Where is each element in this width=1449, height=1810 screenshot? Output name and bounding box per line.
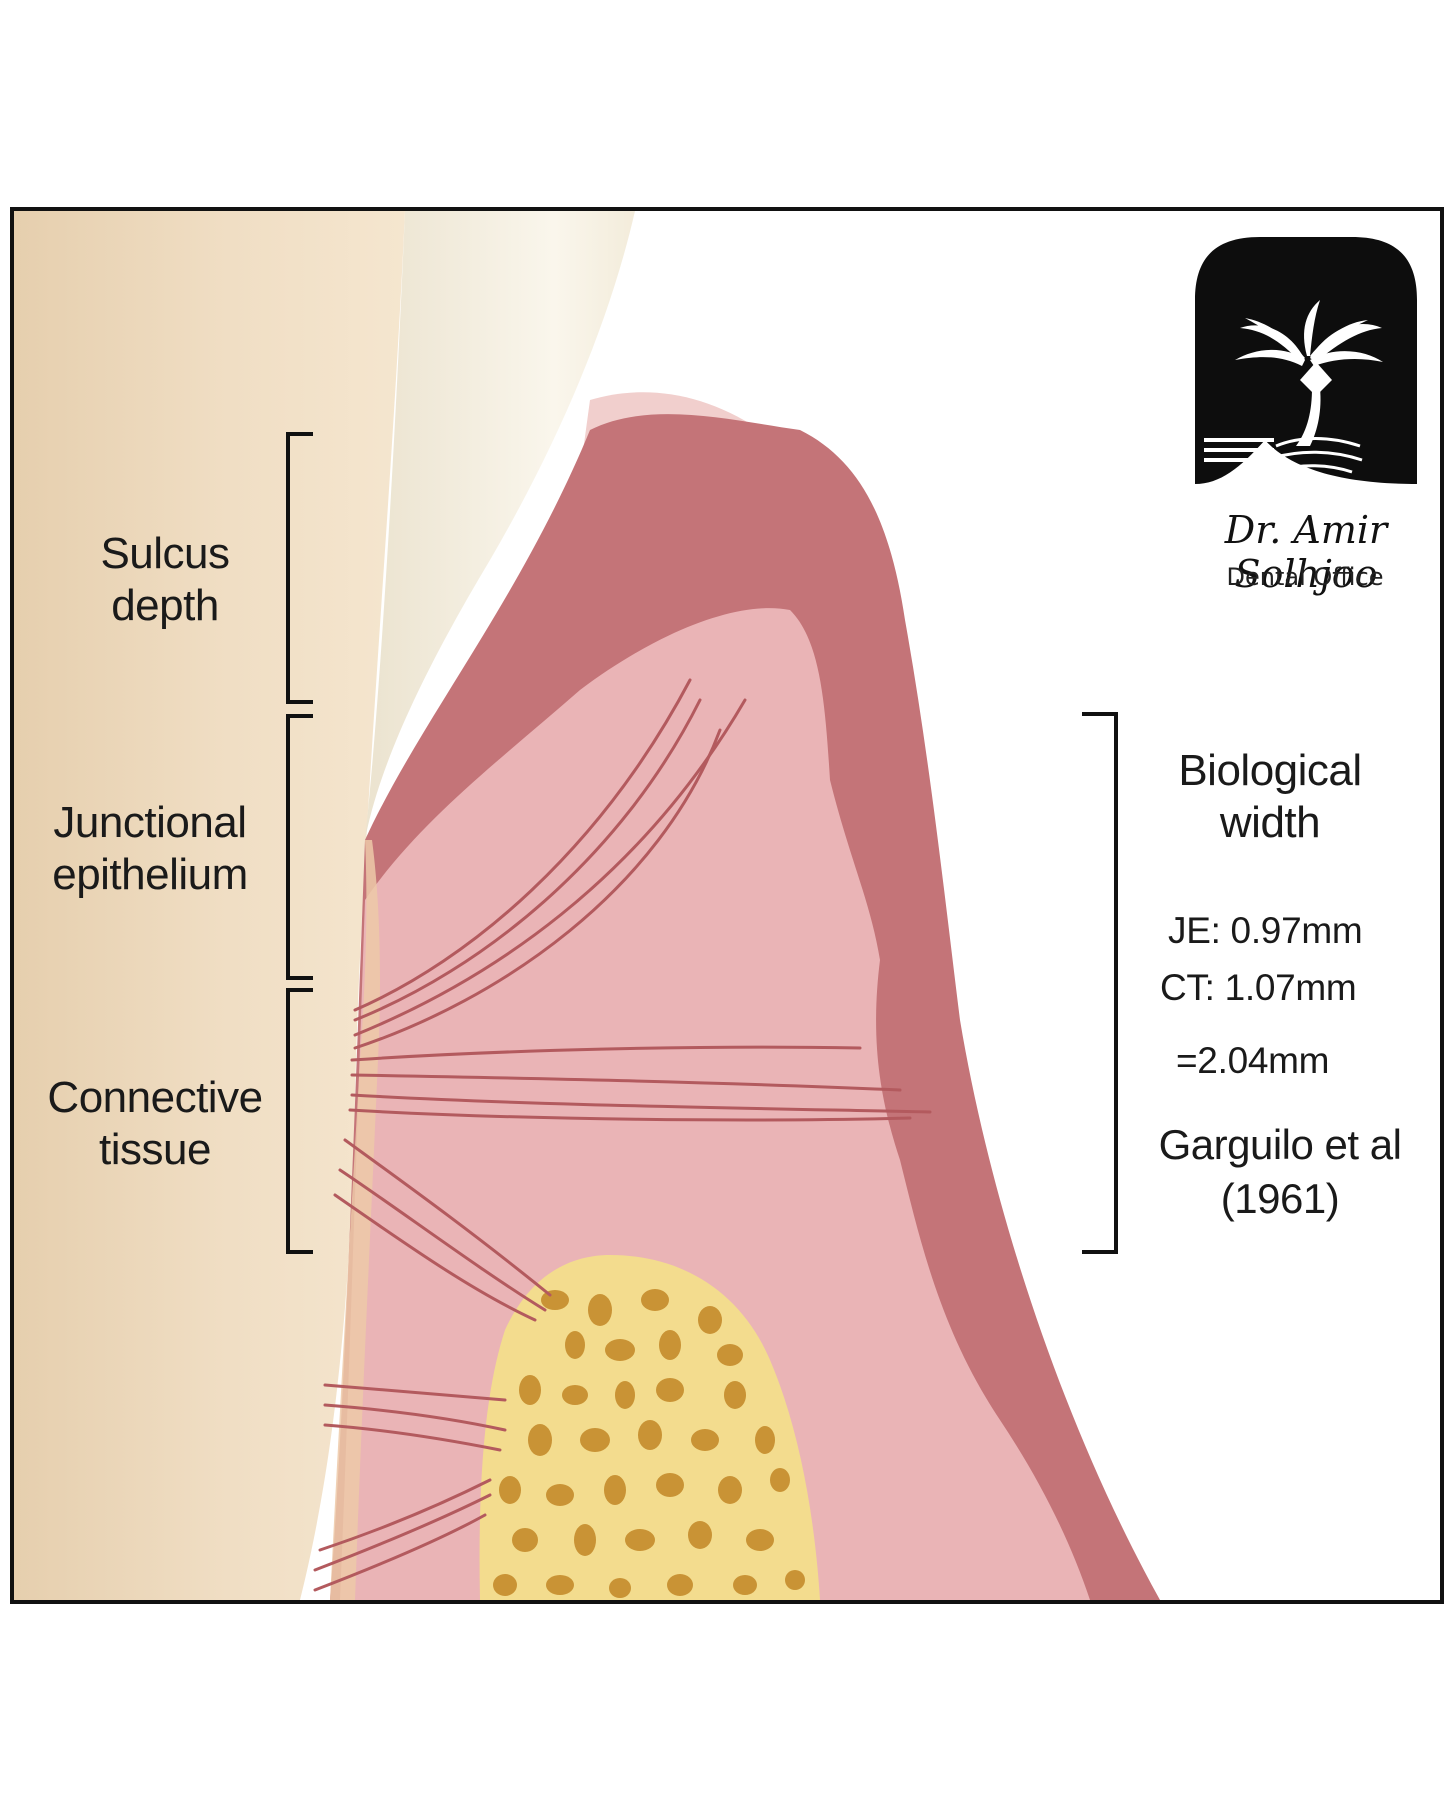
marrow-space: [718, 1476, 742, 1504]
fiber-line: [333, 1193, 537, 1322]
label-biological-line2: width: [1219, 797, 1321, 847]
measurement-ct: CT: 1.07mm: [1160, 967, 1357, 1008]
fiber-line: [338, 1168, 547, 1312]
fiber-line: [350, 1073, 902, 1092]
fiber-line: [318, 1478, 492, 1552]
marrow-space: [625, 1529, 655, 1551]
fiber-line: [313, 1513, 487, 1592]
label-connective-line2: tissue: [99, 1124, 211, 1174]
marrow-space: [605, 1339, 635, 1361]
marrow-space: [755, 1426, 775, 1454]
label-junctional-line2: epithelium: [52, 849, 248, 899]
label-biological-line1: Biological: [1178, 746, 1362, 795]
bracket-biological-width: [1082, 712, 1118, 1254]
marrow-space: [493, 1574, 517, 1596]
marrow-space: [746, 1529, 774, 1551]
marrow-space: [785, 1570, 805, 1590]
marrow-space: [609, 1578, 631, 1598]
label-junctional-epithelium: Junctional epithelium: [50, 797, 250, 901]
measurement-je: JE: 0.97mm: [1168, 910, 1363, 951]
marrow-space: [519, 1375, 541, 1405]
label-sulcus-line1: Sulcus: [100, 529, 230, 578]
label-sulcus-depth: Sulcus depth: [85, 528, 245, 632]
measurement-total: =2.04mm: [1176, 1040, 1330, 1081]
marrow-space: [580, 1428, 610, 1452]
fiber-line: [353, 698, 702, 1022]
marrow-space: [499, 1476, 521, 1504]
marrow-space: [698, 1306, 722, 1334]
marrow-space: [656, 1473, 684, 1497]
marrow-space: [656, 1378, 684, 1402]
periodontal-fibers: [313, 678, 932, 1592]
left-brackets: [286, 432, 313, 1254]
citation: Garguilo et al (1961): [1140, 1118, 1420, 1226]
marrow-space: [724, 1381, 746, 1409]
citation-line1: Garguilo et al: [1158, 1121, 1402, 1168]
tooth-enamel: [365, 211, 635, 840]
fiber-line: [348, 1108, 912, 1122]
label-connective-tissue: Connective tissue: [45, 1072, 265, 1176]
label-biological-width: Biological width: [1150, 745, 1390, 849]
marrow-space: [688, 1521, 712, 1549]
bracket-junctional: [286, 714, 313, 980]
fiber-line: [350, 1045, 862, 1062]
fiber-line: [323, 1383, 507, 1402]
palm-tree-icon: [1204, 300, 1383, 462]
fiber-line: [350, 1093, 932, 1114]
fiber-line: [323, 1403, 507, 1432]
fiber-line: [353, 678, 692, 1012]
marrow-space: [546, 1484, 574, 1506]
marrow-space: [638, 1420, 662, 1450]
bracket-sulcus: [286, 432, 313, 704]
marrow-space: [615, 1381, 635, 1409]
marrow-space: [733, 1575, 757, 1595]
marrow-space: [546, 1575, 574, 1595]
marrow-space: [717, 1344, 743, 1366]
image-frame: [10, 207, 1444, 1604]
label-connective-line1: Connective: [47, 1073, 263, 1122]
fiber-line: [323, 1423, 502, 1452]
marrow-space: [691, 1429, 719, 1451]
label-junctional-line1: Junctional: [53, 798, 247, 847]
marrow-space: [565, 1331, 585, 1359]
logo-subtitle: Dental Office: [1226, 563, 1384, 591]
marrow-space: [588, 1294, 612, 1326]
logo-name: Dr. Amir Solhjoo: [1224, 508, 1388, 596]
marrow-space: [659, 1330, 681, 1360]
marrow-space: [574, 1524, 596, 1556]
citation-line2: (1961): [1220, 1174, 1340, 1222]
marrow-space: [770, 1468, 790, 1492]
bone-marrow-spaces: [493, 1289, 805, 1598]
marrow-space: [641, 1289, 669, 1311]
marrow-space: [528, 1424, 552, 1456]
fiber-line: [353, 728, 722, 1050]
marrow-space: [667, 1574, 693, 1596]
fiber-line: [353, 698, 747, 1037]
fiber-line: [313, 1493, 492, 1572]
bracket-connective: [286, 988, 313, 1254]
marrow-space: [562, 1385, 588, 1405]
fiber-line: [343, 1138, 552, 1297]
label-sulcus-line2: depth: [111, 580, 219, 630]
marrow-space: [604, 1475, 626, 1505]
marrow-space: [512, 1528, 538, 1552]
logo-emblem: [1195, 237, 1417, 484]
